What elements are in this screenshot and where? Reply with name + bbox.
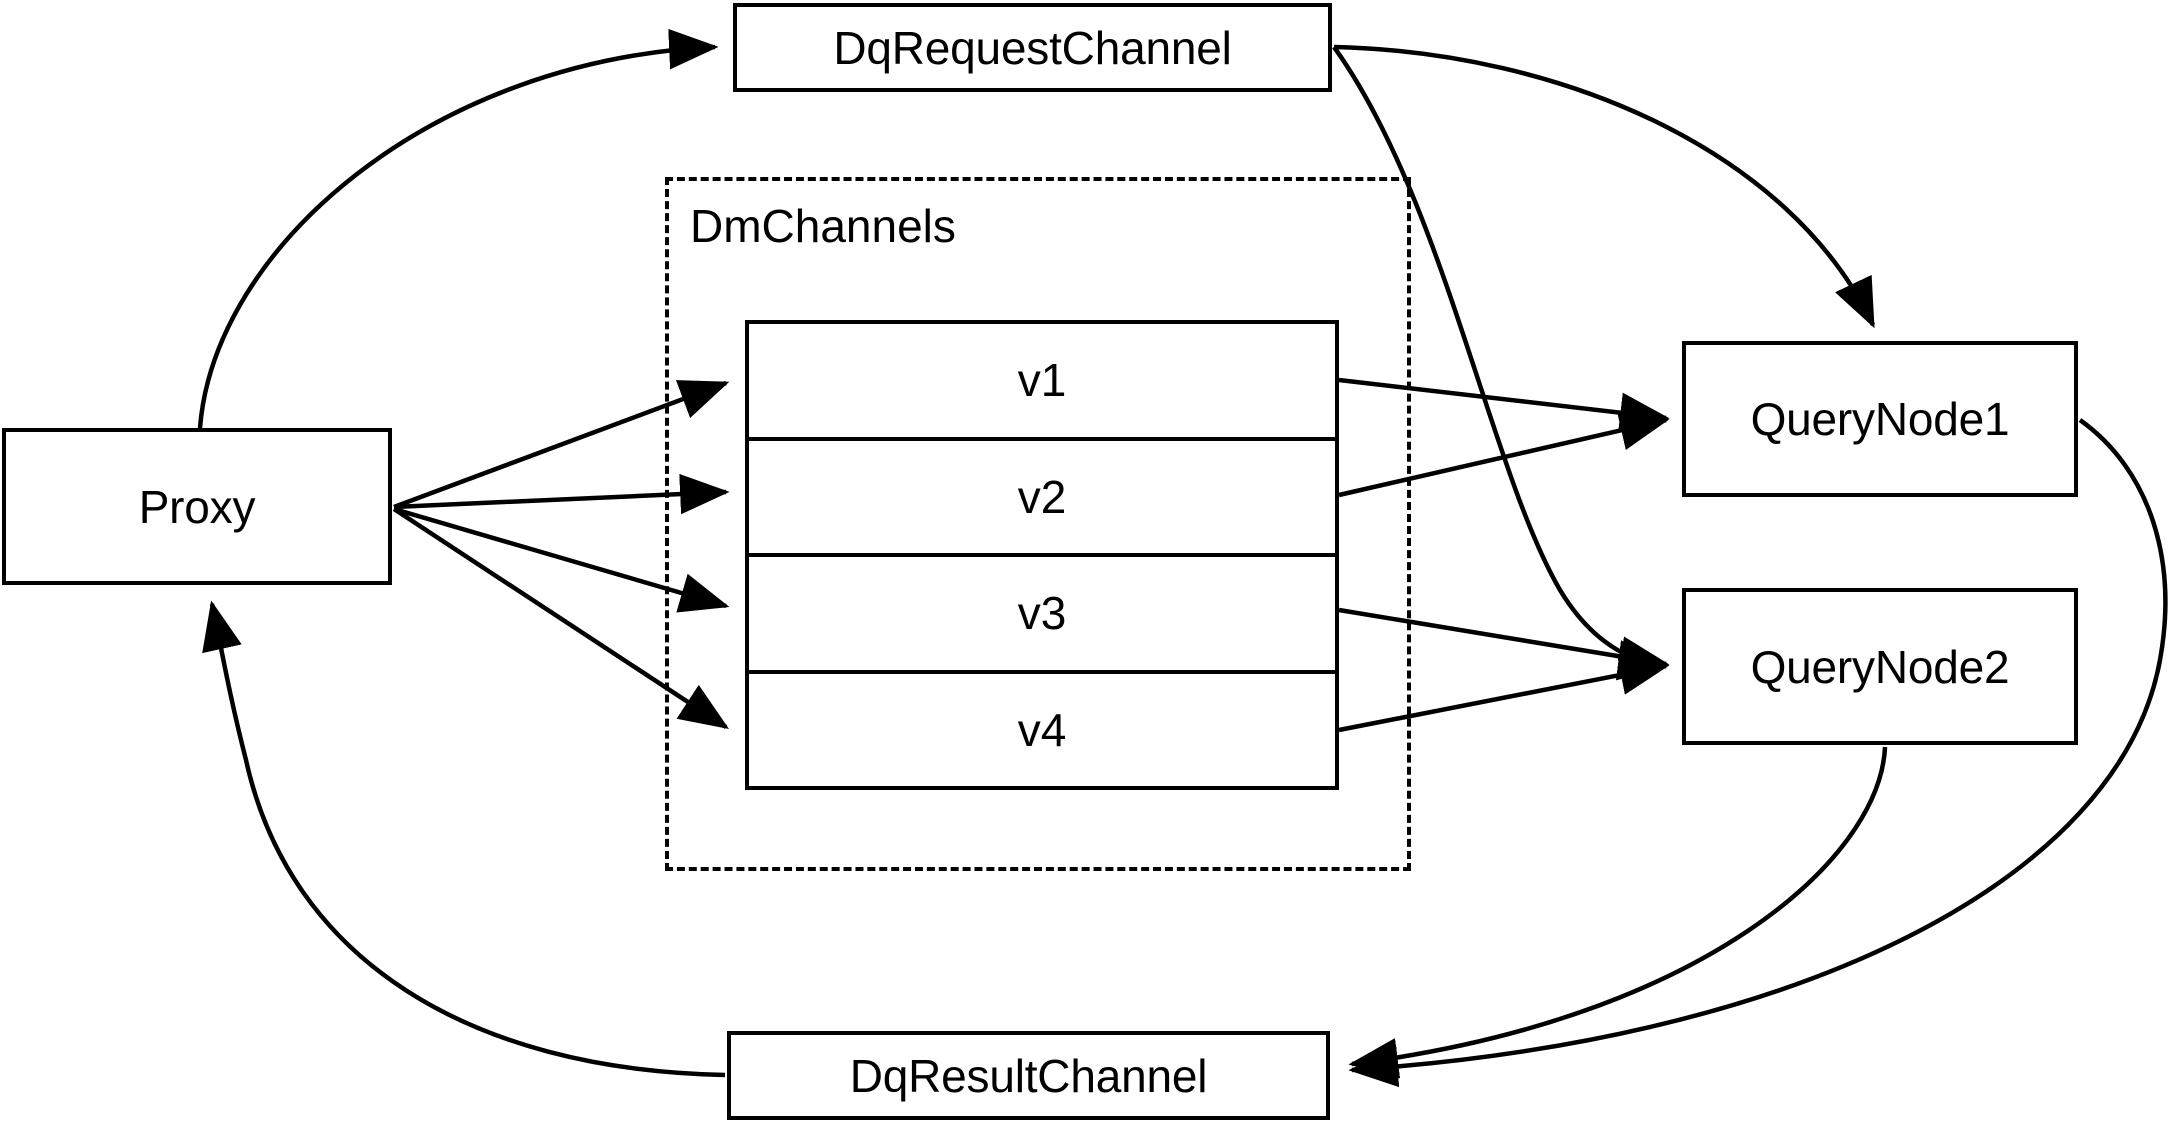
dm-channel-label-v4: v4 [1017,703,1067,756]
edge-dqresultchannel-to-proxy [202,600,726,1078]
dm-channel-label-v1: v1 [1017,354,1067,407]
node-dq-result-channel[interactable]: DqResultChannel [727,1031,1330,1120]
edge-dqrequestchannel-to-querynode1 [1333,44,1876,329]
dm-channel-label-v3: v3 [1017,587,1067,640]
node-query-node-1-label: QueryNode1 [1750,393,2010,445]
node-query-node-1[interactable]: QueryNode1 [1682,341,2078,497]
group-dm-channels [665,177,1411,871]
node-dq-result-channel-label: DqResultChannel [849,1049,1208,1102]
edge-querynode2-to-dqresultchannel [1348,746,1888,1079]
dm-channel-row-v2[interactable]: v2 [749,441,1335,557]
node-proxy-label: Proxy [138,480,256,533]
node-query-node-2[interactable]: QueryNode2 [1682,588,2078,745]
edge-querynode1-to-dqresultchannel [1348,418,2168,1088]
edge-proxy-to-dqrequestchannel [197,28,719,429]
node-proxy[interactable]: Proxy [2,428,392,585]
node-dq-request-channel-label: DqRequestChannel [833,21,1232,74]
dm-channel-label-v2: v2 [1017,470,1067,523]
group-dm-channels-label: DmChannels [690,200,956,252]
dm-channel-row-v1[interactable]: v1 [749,324,1335,441]
edge-v4-to-querynode2 [1338,654,1670,733]
edge-proxy-to-v3 [393,506,730,613]
dm-channel-row-v4[interactable]: v4 [749,674,1335,787]
node-dq-request-channel[interactable]: DqRequestChannel [733,3,1332,92]
dm-channel-row-v3[interactable]: v3 [749,557,1335,674]
edge-proxy-to-v4 [392,507,730,729]
edge-proxy-to-v1 [393,380,730,510]
node-query-node-2-label: QueryNode2 [1750,640,2010,693]
edge-v1-to-querynode1 [1338,377,1670,433]
edge-proxy-to-v2 [393,473,730,515]
dm-channel-stack: v1 v2 v3 v4 [745,320,1339,790]
edge-v3-to-querynode2 [1338,607,1670,677]
edge-v2-to-querynode1 [1338,410,1670,498]
